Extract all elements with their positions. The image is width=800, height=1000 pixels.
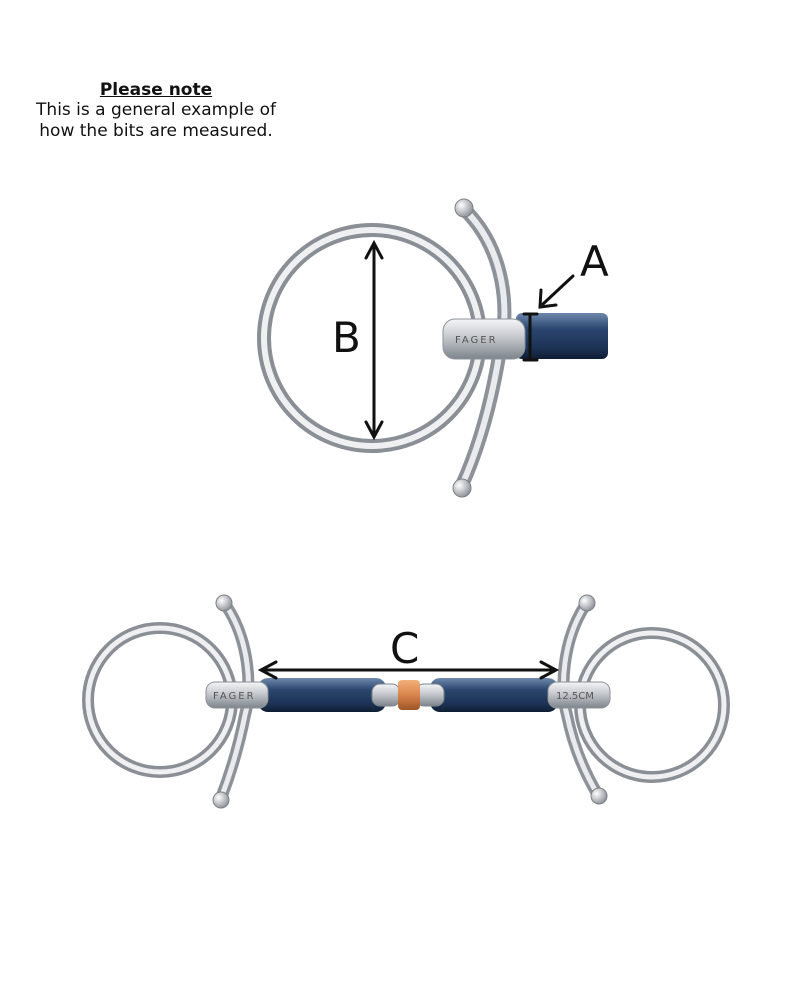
ring-sleeve <box>442 318 526 360</box>
brand-engraving-top: FAGER <box>455 335 498 346</box>
measurement-label-b: B <box>332 313 361 362</box>
bit-side-view: FAGER B A <box>257 198 609 498</box>
note-title: Please note <box>99 80 213 100</box>
cheek-ball-bottom <box>452 478 472 498</box>
right-cheek-ball-top <box>578 594 596 612</box>
mouthpiece-right <box>430 678 558 712</box>
note-line-2: how the bits are measured. <box>39 121 273 141</box>
left-cheek-ball-bottom <box>212 791 230 809</box>
bit-front-view: FAGER 12.5CM C <box>82 594 730 809</box>
note-line-1: This is a general example of <box>36 100 276 120</box>
left-cheek-ball-top <box>215 594 233 612</box>
measurement-note: Please note This is a general example of… <box>28 80 284 142</box>
copper-roller <box>398 680 420 710</box>
center-link-right <box>415 683 445 707</box>
measurement-label-c: C <box>390 624 419 673</box>
cheek-ball-top <box>454 198 474 218</box>
measurement-label-a: A <box>580 237 609 286</box>
mouthpiece-left <box>258 678 386 712</box>
measurement-c-arrow <box>257 660 560 680</box>
measurement-b-arrow <box>364 239 384 441</box>
brand-engraving-bottom: FAGER <box>213 691 256 702</box>
left-sleeve <box>205 681 269 709</box>
right-cheek-ball-bottom <box>590 787 608 805</box>
mouthpiece-stub <box>516 313 608 359</box>
right-sleeve <box>547 681 611 709</box>
size-engraving: 12.5CM <box>556 691 594 702</box>
measurement-a-bracket <box>522 274 575 362</box>
center-link-left <box>371 683 401 707</box>
